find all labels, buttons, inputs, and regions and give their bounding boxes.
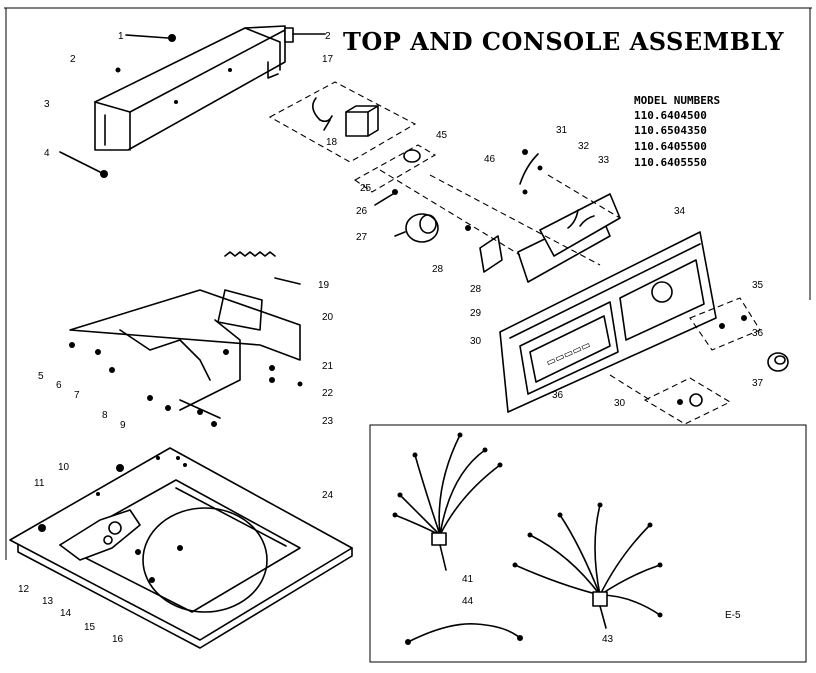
knob-group-parts-35-37 (689, 297, 789, 372)
small-hardware-parts-5-9 (69, 342, 221, 427)
harness-inset-frame (369, 424, 807, 663)
small-panel-part-lower-30 (609, 374, 732, 425)
callout-36a: 36 (752, 328, 764, 339)
model-number-3: 110.6405500 (634, 140, 707, 153)
callout-45: 45 (436, 130, 448, 141)
callout-44: 44 (462, 596, 474, 607)
wire-harness-part-43 (512, 502, 663, 629)
screw-part-1 (125, 34, 176, 42)
callout-28b: 28 (470, 284, 482, 295)
alignment-line-c (547, 174, 621, 219)
callout-31: 31 (556, 125, 568, 136)
callout-28a: 28 (432, 264, 444, 275)
hardware-parts-21-23 (223, 349, 303, 387)
callout-22: 22 (322, 388, 334, 399)
callout-33: 33 (598, 155, 610, 166)
callout-12: 12 (18, 584, 30, 595)
callout-2b: 2 (70, 54, 76, 65)
callout-9: 9 (120, 420, 126, 431)
spring-part-19 (224, 251, 301, 285)
callout-46: 46 (484, 154, 496, 165)
callout-24: 24 (322, 490, 334, 501)
callout-36b: 36 (552, 390, 564, 401)
callout-32: 32 (578, 141, 590, 152)
callout-30b: 30 (614, 398, 626, 409)
clip-part-2 (284, 27, 326, 43)
callout-35: 35 (752, 280, 764, 291)
callout-20: 20 (322, 312, 334, 323)
callout-3: 3 (44, 99, 50, 110)
screw-part-4 (59, 151, 108, 178)
callout-41: 41 (462, 574, 474, 585)
callout-7: 7 (74, 390, 80, 401)
callout-30a: 30 (470, 336, 482, 347)
callout-26: 26 (356, 206, 368, 217)
timer-part-27 (394, 213, 439, 243)
callout-4: 4 (44, 148, 50, 159)
callout-25: 25 (360, 183, 372, 194)
diagram-title: TOP AND CONSOLE ASSEMBLY (343, 27, 784, 56)
callout-19: 19 (318, 280, 330, 291)
page-code: E-5 (725, 610, 741, 621)
model-number-2: 110.6504350 (634, 124, 707, 137)
callout-18: 18 (326, 137, 338, 148)
callout-13: 13 (42, 596, 54, 607)
callout-labels: 1 2 2 3 4 5 6 7 8 9 10 11 12 13 14 15 16… (18, 31, 764, 645)
washer-top-part-24 (9, 447, 353, 649)
callout-2a: 2 (325, 31, 331, 42)
lid-hinge-parts-10-16 (38, 464, 183, 583)
knob-parts-25-26-45 (353, 144, 437, 206)
callout-23: 23 (322, 416, 334, 427)
model-number-4: 110.6405550 (634, 156, 707, 169)
callout-6: 6 (56, 380, 62, 391)
callout-14: 14 (60, 608, 72, 619)
callout-29: 29 (470, 308, 482, 319)
callout-34: 34 (674, 206, 686, 217)
callout-37: 37 (752, 378, 764, 389)
wire-harness-part-41 (392, 432, 503, 571)
callout-27: 27 (356, 232, 368, 243)
motor-switch-panel-part (268, 81, 417, 163)
callout-8: 8 (102, 410, 108, 421)
callout-21: 21 (322, 361, 334, 372)
callout-17: 17 (322, 54, 334, 65)
console-panel-part-30: ▭▭▭▭▭ (499, 231, 717, 413)
alignment-line-a (379, 169, 521, 256)
model-numbers-block: MODEL NUMBERS 110.6404500 110.6504350 11… (634, 94, 720, 169)
callout-15: 15 (84, 622, 96, 633)
console-shroud-part (94, 25, 286, 151)
callout-1: 1 (118, 31, 124, 42)
model-numbers-heading: MODEL NUMBERS (634, 94, 720, 107)
callout-16: 16 (112, 634, 124, 645)
wire-harness-part-44 (405, 623, 523, 645)
callout-5: 5 (38, 371, 44, 382)
lid-switch-bracket-part-20 (69, 289, 301, 411)
callout-43: 43 (602, 634, 614, 645)
callout-10: 10 (58, 462, 70, 473)
console-control-board-part (519, 149, 621, 257)
callout-11: 11 (34, 478, 45, 489)
alignment-line-b (429, 174, 601, 266)
model-number-1: 110.6404500 (634, 109, 707, 122)
